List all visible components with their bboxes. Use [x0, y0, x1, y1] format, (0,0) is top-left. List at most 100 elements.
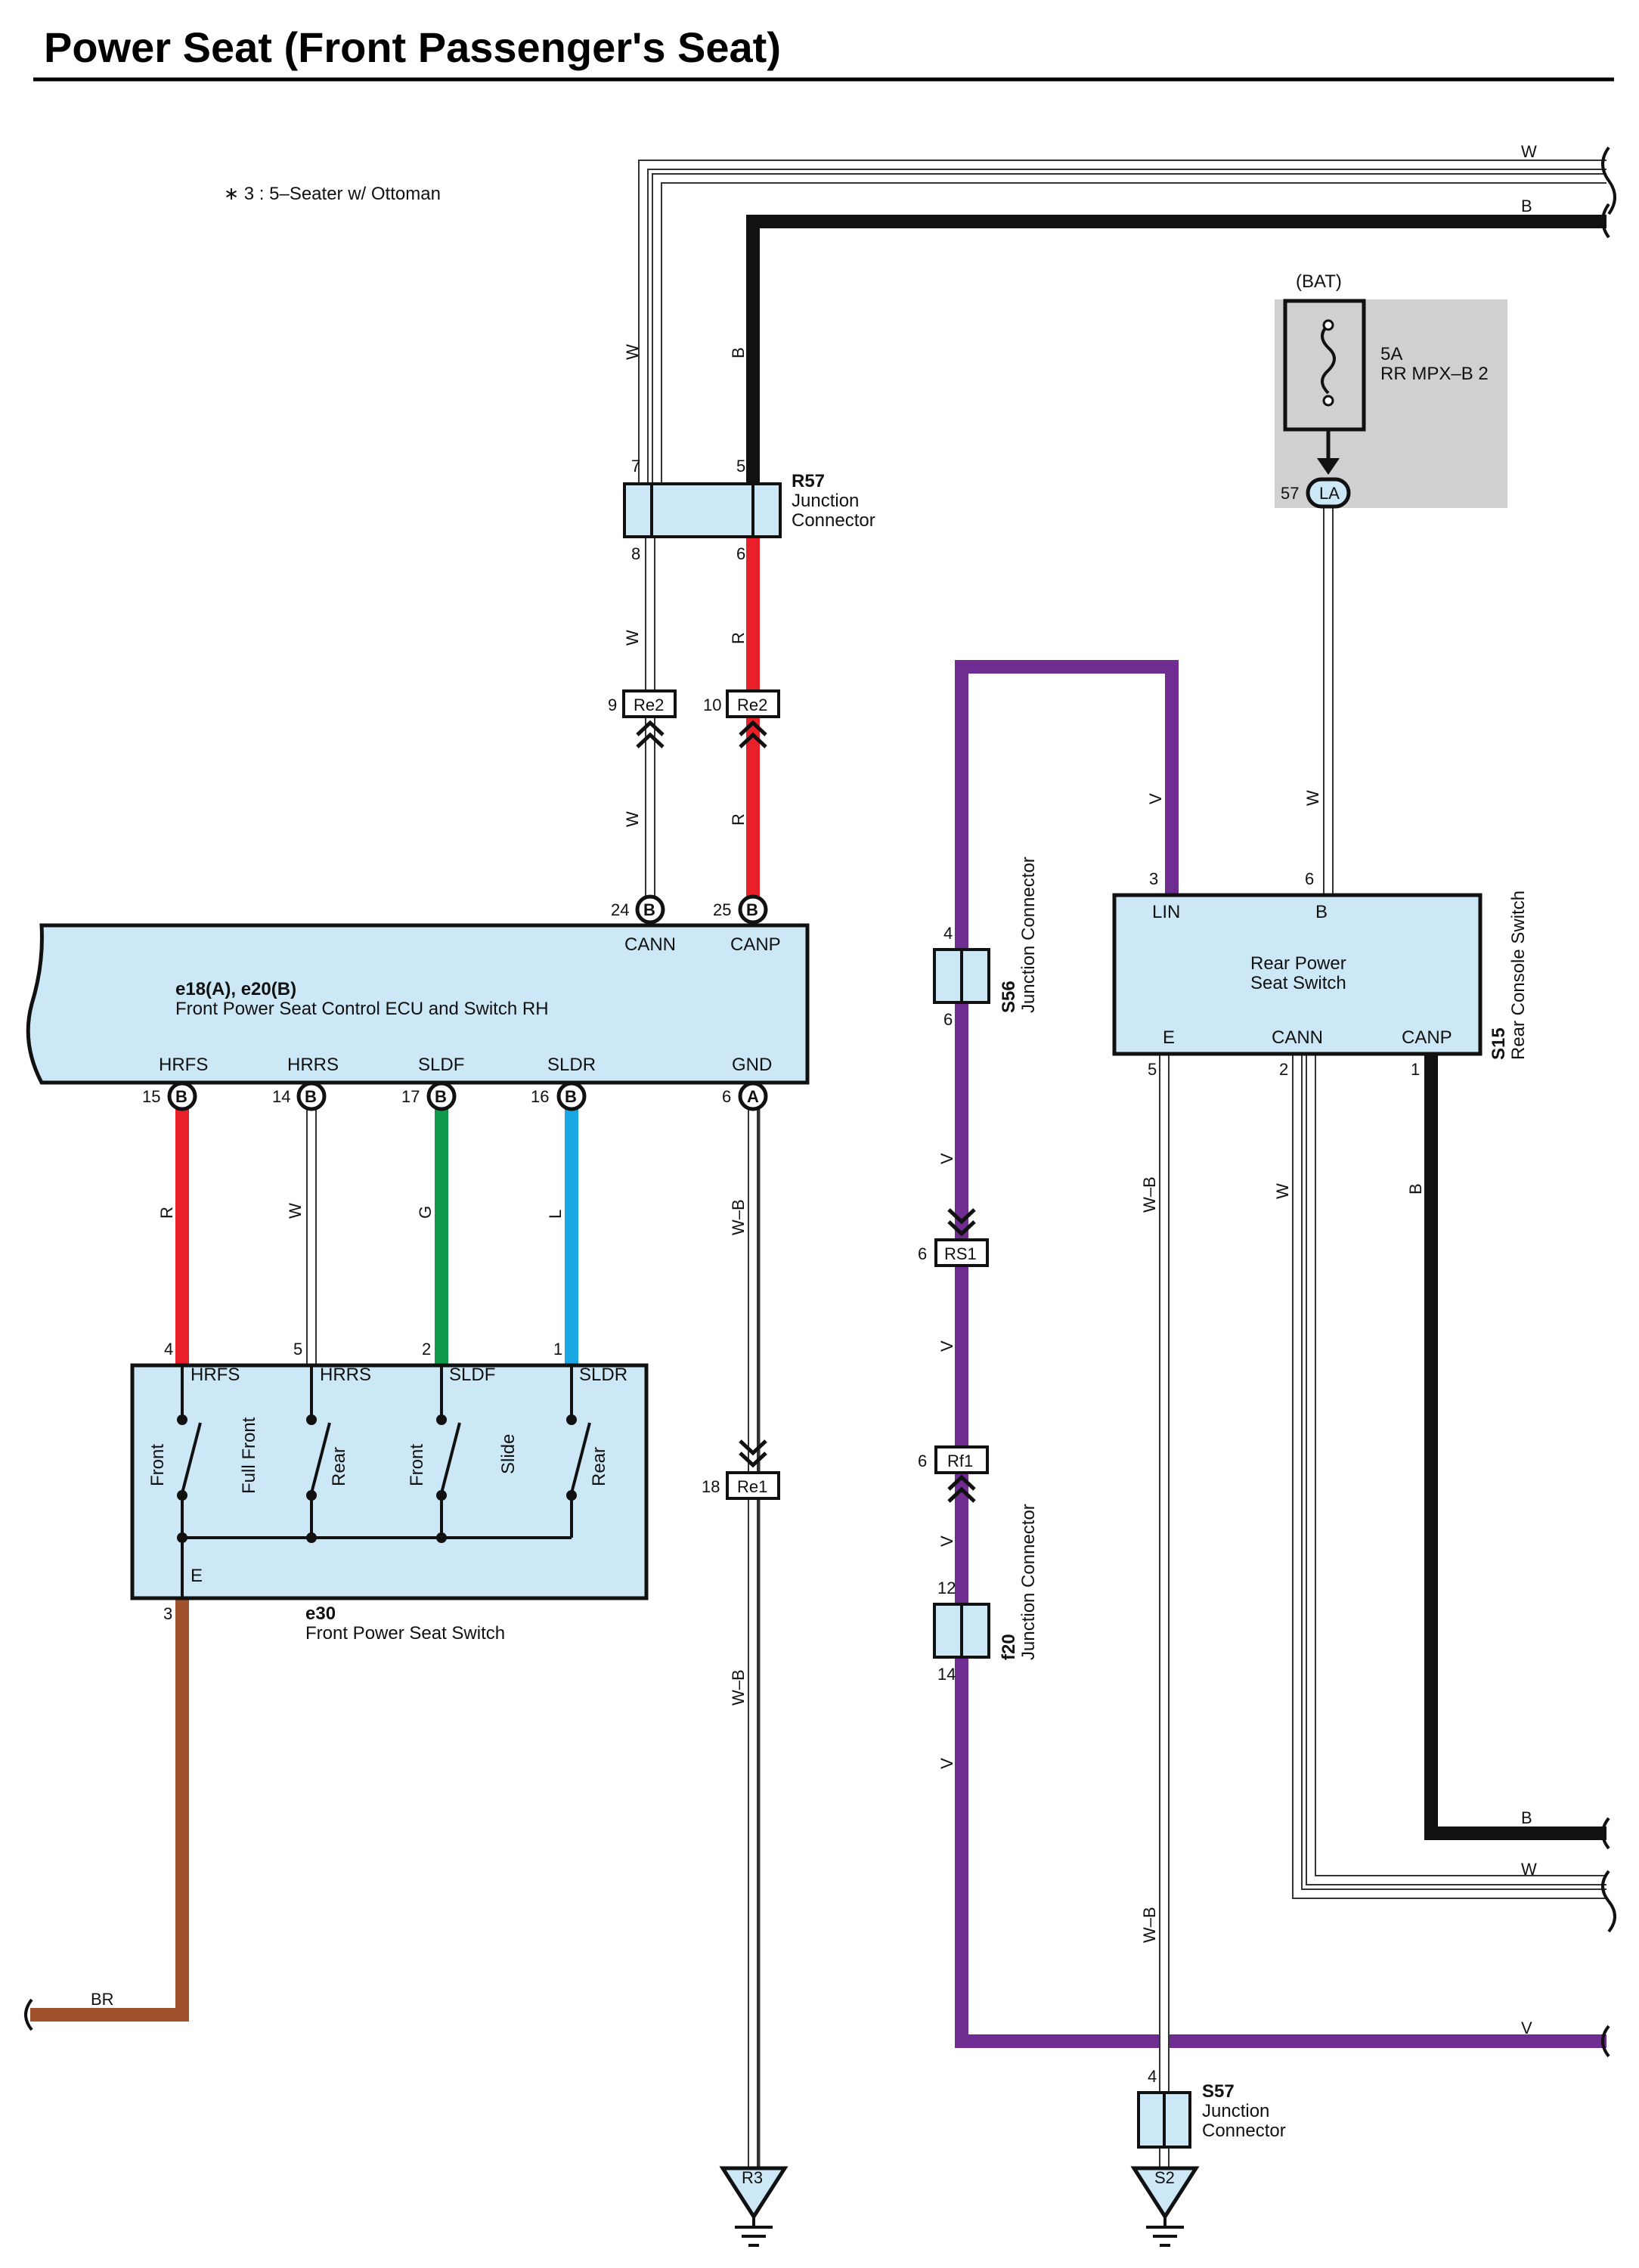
wire-b-rear-canp — [1424, 1055, 1606, 1840]
svg-text:B: B — [643, 900, 655, 919]
svg-text:1: 1 — [553, 1340, 562, 1359]
svg-text:R3: R3 — [742, 2168, 763, 2187]
svg-text:CANN: CANN — [1272, 1027, 1323, 1048]
svg-text:5: 5 — [1148, 1060, 1157, 1079]
svg-text:5: 5 — [736, 457, 745, 476]
page-title: Power Seat (Front Passenger's Seat) — [44, 23, 781, 71]
svg-text:W: W — [1521, 1860, 1537, 1879]
ecu-front-power-seat: e18(A), e20(B) Front Power Seat Control … — [26, 894, 810, 1111]
svg-text:SLDF: SLDF — [449, 1365, 495, 1385]
svg-text:CANN: CANN — [624, 934, 676, 955]
svg-text:A: A — [747, 1087, 759, 1106]
svg-text:Junction Connector: Junction Connector — [1018, 1504, 1039, 1660]
svg-text:Connector: Connector — [1202, 2121, 1286, 2141]
switch-name: Front Power Seat Switch — [305, 1623, 505, 1644]
connector-re2-a: Re2 9 — [608, 689, 677, 748]
svg-text:W: W — [1273, 1183, 1292, 1199]
svg-text:B: B — [305, 1087, 317, 1106]
wire-v-lin — [955, 660, 1606, 2048]
svg-text:15: 15 — [142, 1087, 160, 1106]
svg-text:HRFS: HRFS — [159, 1055, 208, 1075]
fuse-source: (BAT) — [1296, 271, 1342, 292]
rear-switch-name: Rear Console Switch — [1508, 891, 1529, 1060]
svg-text:5: 5 — [293, 1340, 302, 1359]
svg-text:R: R — [729, 813, 748, 826]
svg-text:6: 6 — [722, 1087, 731, 1106]
svg-text:V: V — [937, 1758, 956, 1769]
wire-w-rear-cann — [1292, 1055, 1606, 1899]
wire-break-marks — [24, 146, 1616, 2058]
svg-text:S2: S2 — [1154, 2168, 1175, 2187]
svg-text:W–B: W–B — [1140, 1907, 1159, 1943]
svg-text:12: 12 — [937, 1579, 956, 1597]
svg-text:Junction: Junction — [792, 491, 859, 511]
svg-text:B: B — [1315, 902, 1328, 922]
connector-s57: 4 S57 Junction Connector — [1137, 2067, 1286, 2149]
svg-text:RS1: RS1 — [944, 1244, 977, 1263]
svg-text:LIN: LIN — [1152, 902, 1180, 922]
wire-br-ground — [30, 1598, 189, 2022]
switch-front-power-seat: 4 HRFS 5 HRRS 2 SLDF 1 SLDR — [130, 1340, 649, 1644]
svg-text:G: G — [416, 1206, 435, 1219]
svg-text:E: E — [1163, 1027, 1175, 1048]
svg-text:W: W — [1303, 790, 1322, 806]
svg-text:E: E — [191, 1566, 203, 1586]
svg-text:Slide: Slide — [498, 1434, 519, 1474]
svg-text:SLDR: SLDR — [579, 1365, 627, 1385]
ecu-id: e18(A), e20(B) — [175, 979, 296, 999]
svg-text:HRRS: HRRS — [320, 1365, 371, 1385]
svg-text:HRFS: HRFS — [191, 1365, 240, 1385]
svg-text:Rf1: Rf1 — [947, 1452, 973, 1470]
svg-text:8: 8 — [631, 544, 640, 563]
svg-text:V: V — [937, 1535, 956, 1547]
svg-text:24: 24 — [611, 900, 629, 919]
svg-text:B: B — [1521, 1808, 1532, 1827]
svg-text:Re1: Re1 — [737, 1477, 767, 1496]
svg-text:B: B — [435, 1087, 447, 1106]
svg-text:V: V — [1521, 2019, 1532, 2037]
fuse-terminal: LA — [1319, 484, 1340, 503]
svg-text:Rear: Rear — [589, 1447, 609, 1486]
svg-text:L: L — [546, 1210, 565, 1219]
f20-id: f20 — [999, 1634, 1019, 1660]
svg-text:7: 7 — [631, 457, 640, 476]
svg-text:Re2: Re2 — [737, 696, 767, 714]
svg-text:BR: BR — [91, 1990, 114, 2009]
svg-text:W: W — [286, 1203, 305, 1219]
svg-text:10: 10 — [703, 696, 721, 714]
connector-re2-b: Re2 10 — [703, 689, 780, 748]
svg-text:2: 2 — [422, 1340, 431, 1359]
svg-text:Re2: Re2 — [634, 696, 664, 714]
svg-text:CANP: CANP — [730, 934, 781, 955]
svg-text:B: B — [746, 900, 758, 919]
svg-text:2: 2 — [1279, 1060, 1288, 1079]
connector-rf1: Rf1 6 — [918, 1445, 989, 1503]
connector-r57: 7 5 8 6 R57 Junction Connector — [623, 457, 875, 563]
switch-rear-power-seat: 3 LIN 6 B Rear Power Seat Switch E 5 CAN… — [1112, 869, 1529, 1079]
svg-text:CANP: CANP — [1402, 1027, 1452, 1048]
svg-text:6: 6 — [918, 1452, 927, 1470]
connector-s56: 4 6 S56 Junction Connector — [933, 857, 1039, 1029]
svg-text:16: 16 — [531, 1087, 549, 1106]
svg-text:Front: Front — [407, 1444, 427, 1486]
svg-text:Rear Power: Rear Power — [1250, 953, 1346, 974]
svg-text:25: 25 — [713, 900, 731, 919]
svg-text:4: 4 — [1148, 2067, 1157, 2086]
svg-text:B: B — [565, 1087, 577, 1106]
svg-text:6: 6 — [1305, 869, 1314, 888]
fuse-terminal-pin: 57 — [1281, 484, 1299, 503]
svg-text:B: B — [1406, 1183, 1425, 1194]
svg-text:Front: Front — [147, 1444, 168, 1486]
svg-text:3: 3 — [1149, 869, 1158, 888]
s56-id: S56 — [999, 981, 1019, 1013]
fuse-rating: 5A — [1380, 344, 1402, 364]
svg-text:Connector: Connector — [792, 510, 875, 531]
svg-text:6: 6 — [943, 1010, 953, 1029]
svg-text:Seat Switch: Seat Switch — [1250, 973, 1346, 993]
rear-switch-id: S15 — [1489, 1027, 1509, 1060]
ground-s2: S2 — [1130, 2166, 1200, 2247]
svg-text:1: 1 — [1411, 1060, 1420, 1079]
svg-text:Full Front: Full Front — [239, 1417, 259, 1494]
svg-text:B: B — [1521, 197, 1532, 215]
svg-text:Junction: Junction — [1202, 2101, 1269, 2121]
